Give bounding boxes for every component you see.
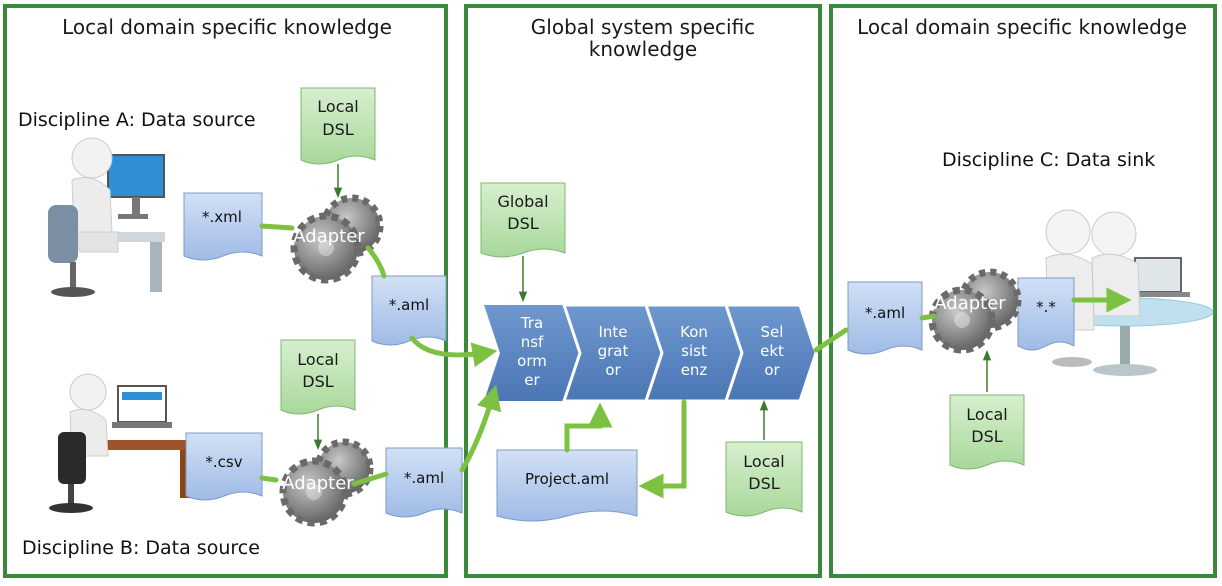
transformer-label-3: orm bbox=[517, 352, 547, 370]
konsistenz-label-1: Kon bbox=[680, 323, 708, 341]
svg-text:Local: Local bbox=[743, 452, 784, 471]
svg-text:*.aml: *.aml bbox=[865, 304, 905, 322]
csv-document: *.csv bbox=[185, 432, 263, 501]
transformer-label-4: er bbox=[524, 371, 540, 389]
svg-text:Project.aml: Project.aml bbox=[525, 470, 609, 488]
selektor-label-1: Sel bbox=[761, 323, 784, 341]
svg-text:*.aml: *.aml bbox=[404, 469, 444, 487]
dsl-arrows bbox=[313, 164, 992, 451]
svg-text:DSL: DSL bbox=[748, 474, 779, 493]
local-dsl-note-b: Local DSL bbox=[280, 339, 356, 415]
selektor-label-3: or bbox=[764, 361, 780, 379]
right-panel-title: Local domain specific knowledge bbox=[857, 15, 1187, 39]
transformer-chevron bbox=[484, 305, 580, 401]
flow-connectors bbox=[259, 223, 1132, 499]
svg-text:Local: Local bbox=[966, 405, 1007, 424]
discipline-a-label: Discipline A: Data source bbox=[18, 109, 256, 131]
aml-document-a: *.aml bbox=[371, 275, 447, 346]
adapter-c-label: Adapter bbox=[934, 293, 1006, 314]
integrator-label-1: Inte bbox=[598, 323, 627, 341]
center-panel-title-line1: Global system specific bbox=[531, 15, 755, 39]
selektor-chevron bbox=[723, 303, 818, 403]
center-panel bbox=[464, 4, 822, 578]
svg-text:DSL: DSL bbox=[507, 214, 538, 233]
local-dsl-note-selektor: Local DSL bbox=[725, 441, 803, 517]
center-panel-title-line2: knowledge bbox=[589, 37, 697, 61]
transformer-label-2: nsf bbox=[521, 333, 544, 351]
discipline-c-label: Discipline C: Data sink bbox=[942, 149, 1155, 171]
svg-text:DSL: DSL bbox=[322, 120, 353, 139]
svg-text:*.csv: *.csv bbox=[205, 453, 242, 471]
adapter-b-label: Adapter bbox=[282, 473, 354, 494]
svg-text:Local: Local bbox=[297, 350, 338, 369]
svg-text:Local: Local bbox=[317, 97, 358, 116]
integrator-label-3: or bbox=[605, 361, 621, 379]
adapter-c-gears: Adapter bbox=[928, 268, 1022, 354]
svg-text:DSL: DSL bbox=[971, 427, 1002, 446]
wildcard-document: *.* bbox=[1017, 277, 1075, 351]
right-panel bbox=[829, 4, 1217, 578]
aml-document-c: *.aml bbox=[847, 281, 923, 355]
konsistenz-label-3: enz bbox=[681, 361, 708, 379]
aml-document-b: *.aml bbox=[385, 447, 463, 518]
local-dsl-note-c: Local DSL bbox=[949, 394, 1025, 470]
xml-document: *.xml bbox=[183, 192, 263, 261]
svg-text:*.aml: *.aml bbox=[389, 296, 429, 314]
project-aml-document: Project.aml bbox=[496, 449, 638, 522]
svg-text:Global: Global bbox=[497, 192, 548, 211]
integrator-label-2: grat bbox=[598, 342, 629, 360]
adapter-a-gears: Adapter bbox=[290, 194, 384, 284]
pipeline: Tra nsf orm er Inte grat or Kon sist enz… bbox=[484, 303, 818, 403]
person-laptop-icon bbox=[49, 373, 195, 513]
konsistenz-label-2: sist bbox=[681, 342, 707, 360]
discipline-b-label: Discipline B: Data source bbox=[22, 537, 260, 559]
svg-text:DSL: DSL bbox=[302, 372, 333, 391]
person-computer-icon bbox=[48, 137, 165, 297]
left-panel-title: Local domain specific knowledge bbox=[62, 15, 392, 39]
global-dsl-note: Global DSL bbox=[480, 182, 566, 258]
svg-text:*.*: *.* bbox=[1036, 298, 1056, 316]
selektor-label-2: ekt bbox=[760, 342, 784, 360]
transformer-label-1: Tra bbox=[520, 314, 543, 332]
adapter-b-gears: Adapter bbox=[279, 438, 374, 527]
adapter-a-label: Adapter bbox=[293, 226, 365, 247]
local-dsl-note-a: Local DSL bbox=[300, 87, 376, 165]
svg-text:*.xml: *.xml bbox=[202, 208, 242, 226]
